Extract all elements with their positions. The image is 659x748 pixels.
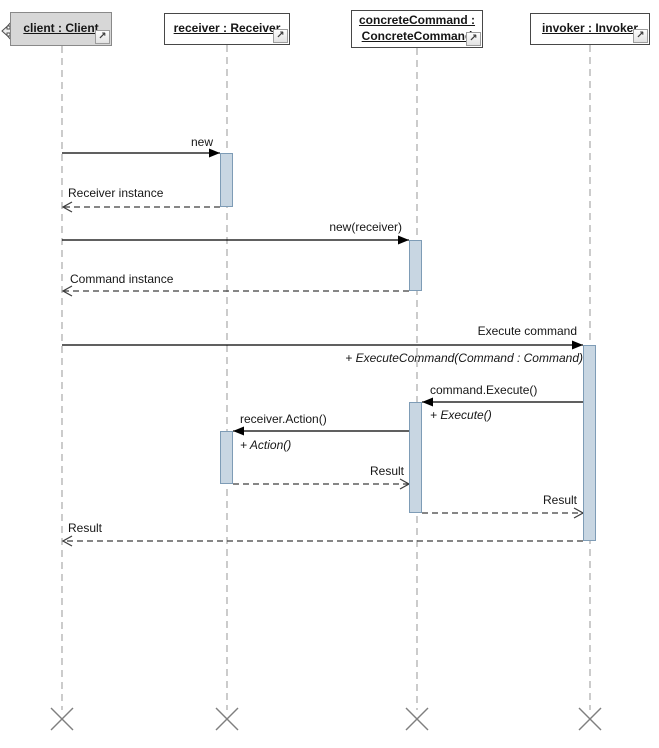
activation-bar-concreteCommand-1[interactable] xyxy=(409,240,422,291)
lifeline-head-client[interactable]: client : Client↗ xyxy=(10,12,112,46)
activation-bar-receiver-0[interactable] xyxy=(220,153,233,207)
lifeline-head-label: concreteCommand : xyxy=(358,13,476,28)
destruction-marker-client[interactable] xyxy=(50,707,74,731)
lifeline-head-concreteCommand[interactable]: concreteCommand :ConcreteCommand↗ xyxy=(351,10,483,48)
lifeline-head-receiver[interactable]: receiver : Receiver↗ xyxy=(164,13,290,45)
destruction-marker-concreteCommand[interactable] xyxy=(405,707,429,731)
message-signature-5[interactable]: + Execute() xyxy=(430,408,492,422)
message-label-7[interactable]: Result xyxy=(369,464,404,478)
lifeline-head-label: client : Client xyxy=(23,21,99,36)
lifeline-head-label: ConcreteCommand xyxy=(361,29,473,43)
message-label-0[interactable]: new xyxy=(190,135,213,149)
message-label-5[interactable]: command.Execute() xyxy=(430,383,538,397)
return-arrowhead-icon xyxy=(61,201,73,213)
activation-bar-invoker-2[interactable] xyxy=(583,345,596,541)
expand-arrow-icon[interactable]: ↗ xyxy=(633,29,648,43)
expand-arrow-icon[interactable]: ↗ xyxy=(466,32,481,46)
message-signature-4[interactable]: + ExecuteCommand(Command : Command) xyxy=(345,351,583,365)
message-label-1[interactable]: Receiver instance xyxy=(68,186,164,200)
message-label-6[interactable]: receiver.Action() xyxy=(240,412,327,426)
message-label-9[interactable]: Result xyxy=(68,521,103,535)
activation-bar-concreteCommand-3[interactable] xyxy=(409,402,422,513)
sync-arrowhead-icon xyxy=(233,426,244,436)
message-label-2[interactable]: new(receiver) xyxy=(329,220,402,234)
sync-arrowhead-icon xyxy=(209,148,220,158)
destruction-marker-receiver[interactable] xyxy=(215,707,239,731)
activation-bar-receiver-4[interactable] xyxy=(220,431,233,484)
sync-arrowhead-icon xyxy=(422,397,433,407)
message-label-8[interactable]: Result xyxy=(542,493,577,507)
message-label-3[interactable]: Command instance xyxy=(70,272,174,286)
lifeline-head-invoker[interactable]: invoker : Invoker↗ xyxy=(530,13,650,45)
return-arrowhead-icon xyxy=(61,535,73,547)
message-signature-6[interactable]: + Action() xyxy=(240,438,292,452)
message-label-4[interactable]: Execute command xyxy=(477,324,577,338)
sync-arrowhead-icon xyxy=(398,235,409,245)
lifeline-head-label: invoker : Invoker xyxy=(541,21,639,36)
expand-arrow-icon[interactable]: ↗ xyxy=(95,30,110,44)
expand-arrow-icon[interactable]: ↗ xyxy=(273,29,288,43)
destruction-marker-invoker[interactable] xyxy=(578,707,602,731)
lifeline-head-label: receiver : Receiver xyxy=(173,21,281,36)
sync-arrowhead-icon xyxy=(572,340,583,350)
return-arrowhead-icon xyxy=(61,285,73,297)
